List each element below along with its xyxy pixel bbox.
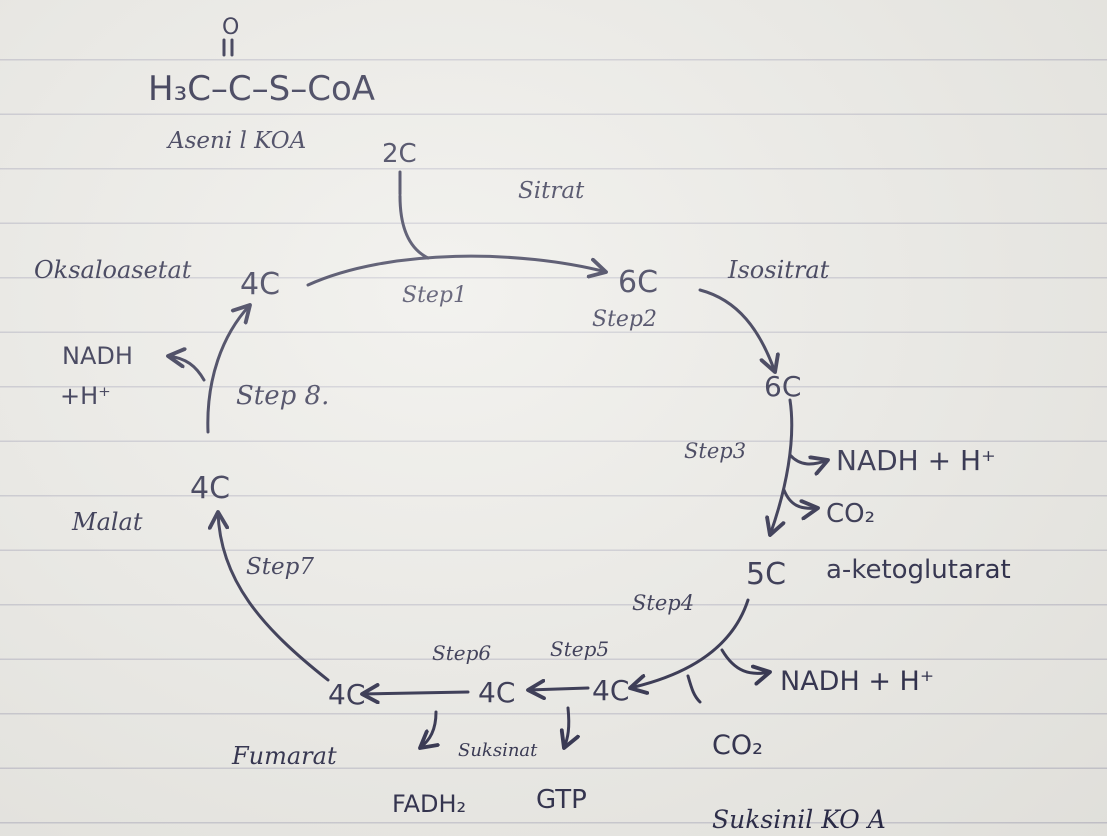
- acetyl-carbonyl-o: O: [222, 15, 239, 40]
- malate-carbons: 4C: [190, 471, 230, 506]
- branch-step8-nadh: [168, 356, 206, 382]
- isocitrate-carbons: 6C: [764, 370, 801, 403]
- alpha-kg-name: a-ketoglutarat: [826, 555, 1011, 585]
- step6-label: Step6: [432, 641, 491, 665]
- step6-fadh2: FADH₂: [392, 790, 466, 818]
- branch-step3-co2: [782, 488, 818, 508]
- acetyl-entry-arrow: [398, 194, 430, 260]
- branch-step3-nadh: [788, 453, 828, 464]
- succinyl-name: Suksinil KO A: [712, 805, 886, 834]
- isocitrate-name: Isositrat: [727, 256, 830, 284]
- acetyl-formula: H₃C–C–S–CoA: [148, 69, 375, 109]
- step4-label: Step4: [632, 591, 694, 615]
- step3-nadh: NADH + H⁺: [836, 444, 996, 477]
- step2-label: Step2: [592, 307, 657, 332]
- malate-name: Malat: [71, 508, 143, 536]
- step3-label: Step3: [684, 439, 746, 463]
- branch-step4-co2: [686, 674, 702, 704]
- branch-step5-gtp: [564, 706, 569, 748]
- step8-nadh: NADH: [62, 342, 133, 370]
- step1-label: Step1: [402, 283, 467, 308]
- citrate-carbons: 6C: [618, 265, 658, 300]
- step5-label: Step5: [550, 637, 609, 661]
- step5-gtp: GTP: [536, 785, 587, 815]
- step8-label: Step 8.: [236, 381, 329, 411]
- arc-step4: [630, 598, 750, 688]
- step8-h: +H⁺: [60, 382, 111, 410]
- oxaloacetate-carbons: 4C: [240, 267, 280, 302]
- oxaloacetate-name: Oksaloasetat: [34, 256, 192, 284]
- arc-step7: [218, 512, 330, 682]
- acetyl-carbons: 2C: [382, 139, 417, 169]
- step3-co2: CO₂: [826, 499, 875, 529]
- branch-step6-fadh2: [420, 710, 436, 748]
- succinyl-carbons: 4C: [592, 674, 629, 707]
- arc-step6: [362, 692, 470, 694]
- branch-step4-nadh: [720, 648, 770, 673]
- step7-label: Step7: [246, 554, 314, 580]
- fumarate-carbons: 4C: [328, 678, 365, 711]
- acetyl-name: Aseni l KOA: [166, 128, 306, 154]
- fumarate-name: Fumarat: [231, 742, 337, 770]
- citrate-name: Sitrat: [518, 178, 585, 204]
- step4-co2: CO₂: [712, 730, 763, 761]
- succinate-name: Suksinat: [458, 740, 538, 761]
- succinate-carbons: 4C: [478, 676, 515, 709]
- arc-step5: [528, 688, 590, 690]
- arc-step3: [770, 398, 794, 535]
- alpha-kg-carbons: 5C: [746, 557, 786, 592]
- step4-nadh: NADH + H⁺: [780, 666, 934, 697]
- arc-step8: [206, 305, 250, 434]
- arc-step1: [306, 254, 606, 287]
- arc-step2: [698, 288, 775, 372]
